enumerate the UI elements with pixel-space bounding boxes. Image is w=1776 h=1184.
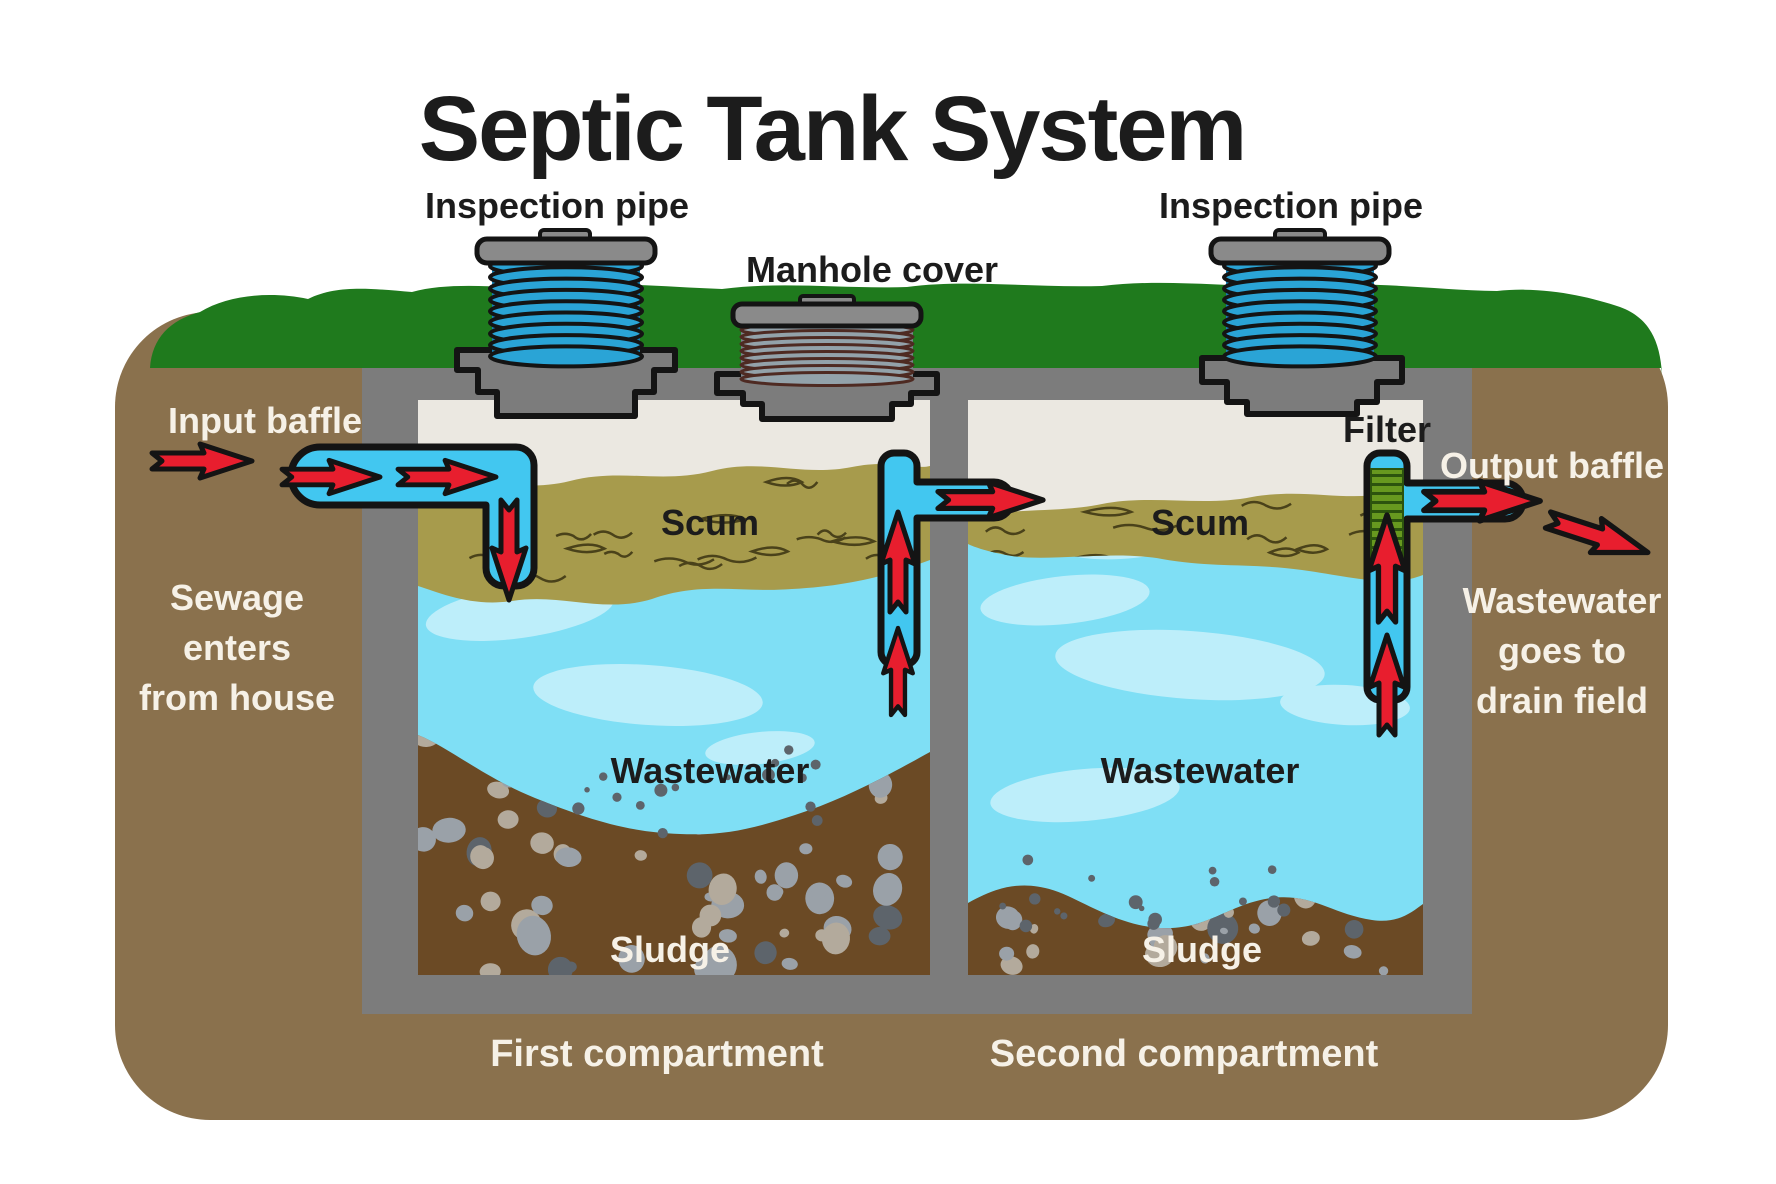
manhole-cover-structure [730, 294, 924, 387]
label-manhole-cover: Manhole cover [746, 249, 998, 290]
label-input-baffle: Input baffle [168, 400, 362, 441]
sewage-line-2: enters [183, 627, 291, 668]
page-title: Septic Tank System [419, 78, 1245, 180]
water-highlights-second [980, 530, 1410, 823]
label-scum-first: Scum [661, 502, 759, 543]
label-inspection-pipe-left: Inspection pipe [425, 185, 689, 226]
corrugated-rings-left [488, 254, 644, 369]
second-compartment-interior [968, 400, 1423, 975]
inspection-pipe-right-structure [1208, 228, 1392, 369]
sludge-particles-second [999, 854, 1291, 933]
annotation-drain-field: Wastewater goes to drain field [1463, 580, 1662, 721]
label-wastewater-second: Wastewater [1101, 750, 1300, 791]
inspection-pipe-left-structure [474, 228, 658, 369]
label-scum-second: Scum [1151, 502, 1249, 543]
drain-line-2: goes to [1498, 630, 1626, 671]
annotation-sewage-enters: Sewage enters from house [139, 577, 335, 718]
pipe-cap-left [474, 236, 658, 266]
inspection-pipe-left-riser [454, 347, 678, 419]
manhole-cap [730, 301, 924, 329]
first-compartment-interior [418, 400, 930, 975]
label-first-compartment: First compartment [490, 1033, 824, 1075]
label-wastewater-first: Wastewater [611, 750, 810, 791]
sewage-line-3: from house [139, 677, 335, 718]
sludge-particles-first [572, 745, 823, 839]
inspection-pipe-right-riser [1199, 355, 1405, 417]
corrugated-rings-right [1222, 254, 1378, 369]
drain-line-3: drain field [1476, 680, 1648, 721]
label-output-baffle: Output baffle [1440, 445, 1664, 486]
drain-line-1: Wastewater [1463, 580, 1662, 621]
label-second-compartment: Second compartment [990, 1033, 1379, 1075]
label-sludge-first: Sludge [610, 929, 730, 970]
pipe-cap-right [1208, 236, 1392, 266]
label-filter: Filter [1343, 409, 1431, 450]
sewage-line-1: Sewage [170, 577, 304, 618]
label-sludge-second: Sludge [1142, 929, 1262, 970]
label-inspection-pipe-right: Inspection pipe [1159, 185, 1423, 226]
